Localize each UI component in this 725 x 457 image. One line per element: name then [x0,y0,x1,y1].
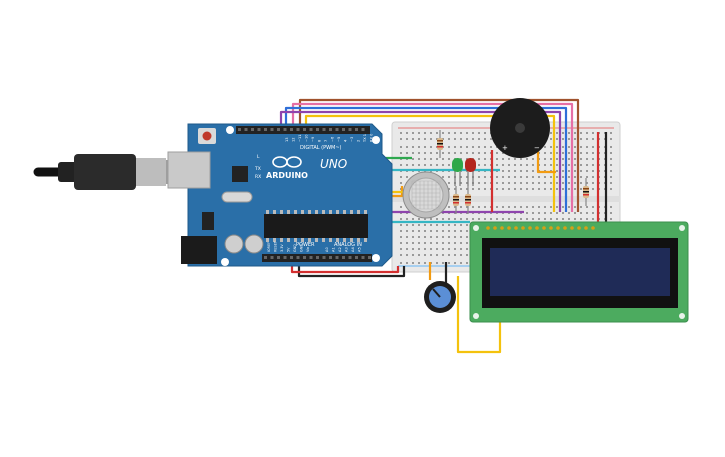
atmega-pins [266,210,367,242]
wire-red-5v[interactable] [290,262,400,274]
arduino-uno-board[interactable]: ARDUINO UNO DIGITAL (PWM~) POWER ANALOG … [167,123,393,267]
digital-pin-label: TX 1 [363,134,367,143]
analog-pin-label: A4 [351,247,355,252]
buzzer-minus: − [534,144,540,152]
resistors [437,130,589,214]
capacitor-1 [224,234,244,254]
buzzer-plus: + [502,144,508,152]
resistor-buzzer[interactable] [583,178,589,206]
power-jack [181,236,217,264]
lcd-pins [486,226,595,230]
led-red[interactable] [465,158,476,186]
digital-pin-label: 7 [324,140,328,142]
reset-button-cap[interactable] [202,131,212,141]
rx-label: RX [255,174,261,180]
resistor-1[interactable] [437,130,443,158]
tx-label: TX [254,166,261,172]
digital-pin-label: ~11 [298,134,302,142]
analog-pin-label: A5 [358,247,362,252]
digital-pin-label: 8 [318,139,322,142]
digital-pin-label: ~3 [350,137,354,142]
wire-yellow-top[interactable] [304,114,556,212]
digital-pin-label: ~10 [305,134,309,142]
digital-pin-label: 4 [344,139,348,142]
digital-pin-label: ~6 [331,136,335,142]
power-pin-label: Vin [306,247,310,252]
power-pin-label: 3.3V [280,244,284,252]
wire-purple-top[interactable] [279,110,562,212]
power-label: POWER [296,242,315,248]
resistor-led-red[interactable] [465,186,471,214]
power-pin-label: GND [293,244,297,252]
regulator [202,212,214,230]
arduino-model: UNO [320,157,347,171]
power-pin-label: 5V [287,247,291,252]
arduino-logo [272,156,302,168]
led-green[interactable] [452,158,463,186]
digital-pin-label: 2 [357,140,361,142]
gas-sensor[interactable] [402,171,450,219]
wire-black-gnd[interactable] [297,262,406,278]
wire-brown[interactable] [298,98,580,212]
power-pin-label: IOREF [267,242,271,252]
analog-pin-label: A3 [345,247,349,252]
power-pin-label: RESET [274,240,278,252]
potentiometer[interactable] [424,281,456,313]
piezo-buzzer[interactable]: + − [490,98,550,158]
digital-pin-label: ~5 [337,137,341,142]
header-pins [238,128,371,259]
analog-pin-label: A2 [338,247,342,252]
l-label: L [257,154,260,160]
arduino-brand: ARDUINO [266,171,308,180]
wire-yellow-lcd[interactable] [456,276,502,354]
atmega-chip [264,214,368,238]
lcd-screen [490,248,670,296]
digital-label: DIGITAL (PWM~) [300,145,342,151]
usb-chip [232,166,248,182]
usb-cable[interactable] [33,154,174,190]
power-pin-label: GND [300,244,304,252]
lcd-16x2[interactable] [469,221,689,323]
crystal [221,191,253,203]
analog-label: ANALOG IN [334,242,362,248]
capacitor-2 [244,234,264,254]
digital-pin-label: 12 [292,137,296,142]
digital-pin-label: 13 [285,137,289,142]
digital-pin-label: ~9 [311,136,315,142]
usb-port [167,151,211,189]
wire-pink[interactable] [291,102,574,212]
digital-pin-label: RX 0 [370,133,374,142]
wire-blue[interactable] [284,106,568,212]
analog-pin-label: A1 [332,247,336,252]
wire-orange-buzzer[interactable] [536,150,556,174]
analog-pin-label: A0 [325,247,329,252]
resistor-led-green[interactable] [453,186,459,214]
